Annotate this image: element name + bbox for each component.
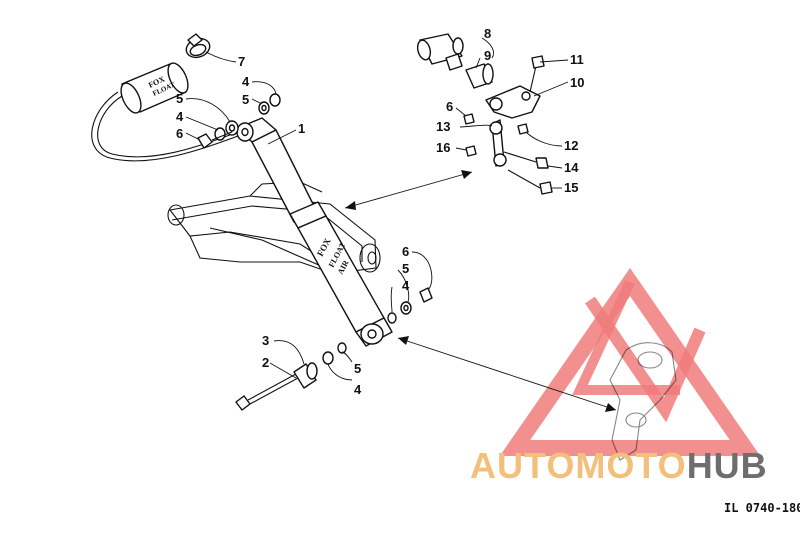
callout-4-upper-left: 4 <box>176 109 184 124</box>
callout-7: 7 <box>238 54 245 69</box>
callout-2: 2 <box>262 355 269 370</box>
callout-5-right: 5 <box>402 261 409 276</box>
callout-6-right: 6 <box>402 244 409 259</box>
callout-5-upper-left: 5 <box>176 91 183 106</box>
callout-14: 14 <box>564 160 579 175</box>
lower-mount-hardware <box>235 287 433 411</box>
callout-8: 8 <box>484 26 491 41</box>
svg-text:AUTOMOTOHUB: AUTOMOTOHUB <box>470 445 768 486</box>
callout-10: 10 <box>570 75 584 90</box>
reservoir-assembly: FOX FLOAT <box>91 33 239 162</box>
callout-15: 15 <box>564 180 578 195</box>
connection-arrows <box>344 170 617 412</box>
callout-9: 9 <box>484 48 491 63</box>
steering-spindle-outline <box>609 342 677 461</box>
callout-5-upper-right: 5 <box>242 92 249 107</box>
watermark-word-moto: MOTO <box>575 445 686 486</box>
callout-1: 1 <box>298 121 305 136</box>
callout-numbers: 1 2 3 4 4 4 4 5 5 5 5 6 6 6 7 8 9 10 11 … <box>176 26 584 397</box>
callout-5-lower: 5 <box>354 361 361 376</box>
shock-absorber: FOX FLOAT AIR <box>236 117 393 347</box>
watermark-word-auto: AUTO <box>470 445 575 486</box>
watermark-word-hub: HUB <box>687 445 768 486</box>
callout-6-rocker: 6 <box>446 99 453 114</box>
watermark-logo <box>499 267 761 456</box>
rocker-link-assembly <box>416 33 553 195</box>
callout-16: 16 <box>436 140 450 155</box>
callout-11: 11 <box>570 52 584 67</box>
callout-4-lower: 4 <box>354 382 362 397</box>
upper-mount-hardware <box>197 93 281 149</box>
callout-4-right: 4 <box>402 278 410 293</box>
watermark-text: AUTOMOTOHUB <box>470 445 768 486</box>
leader-lines <box>185 37 569 381</box>
callout-4-upper-right: 4 <box>242 74 250 89</box>
callout-12: 12 <box>564 138 578 153</box>
callout-6-upper-left: 6 <box>176 126 183 141</box>
illustration-code: IL 0740-180 <box>724 501 800 515</box>
triangle-logo-icon <box>499 267 761 456</box>
callout-13: 13 <box>436 119 450 134</box>
callout-3: 3 <box>262 333 269 348</box>
